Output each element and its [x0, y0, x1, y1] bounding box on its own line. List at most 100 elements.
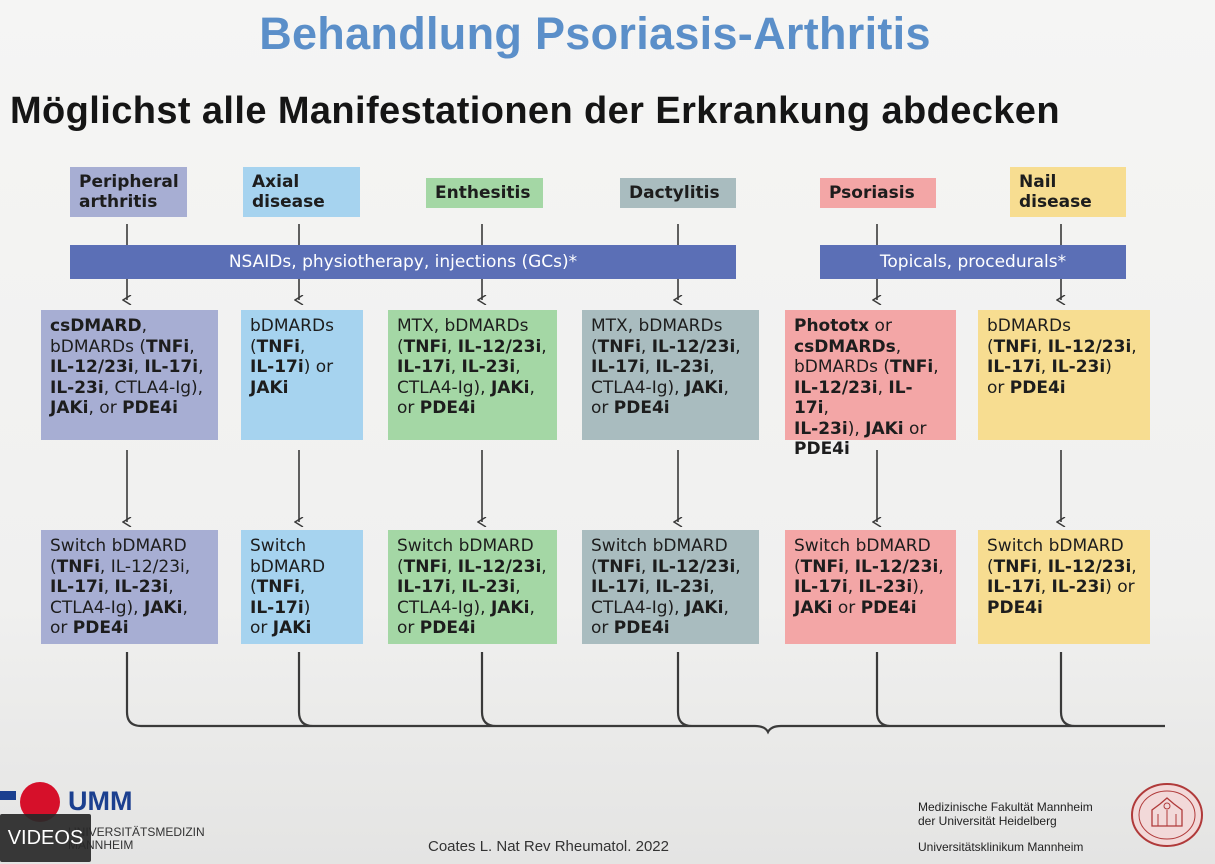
header-nail-disease: Nail disease — [1010, 167, 1126, 217]
box-text: , — [735, 556, 741, 577]
header-label: Axial disease — [252, 172, 325, 212]
drug-name: TNFi — [403, 336, 447, 357]
box-text: , — [640, 556, 652, 577]
videos-badge[interactable]: VIDEOS — [0, 814, 91, 862]
first-line-box-enthesitis: MTX, bDMARDs (TNFi, IL-12/23i, IL-17i, I… — [388, 310, 557, 440]
box-text: ) or — [1105, 577, 1135, 597]
drug-name: IL-23i — [655, 357, 710, 377]
box-text: Switch bDMARD ( — [397, 536, 534, 577]
faculty-name: Medizinische Fakultät Mannheim der Unive… — [918, 800, 1093, 828]
drug-name: IL-12/23i — [854, 556, 939, 577]
box-text: or — [874, 316, 892, 336]
box-text: , — [541, 336, 547, 357]
header-label: Enthesitis — [435, 183, 531, 203]
box-text: Switch bDMARD ( — [250, 536, 326, 597]
drug-name: TNFi — [256, 577, 300, 597]
drug-name: IL-23i — [655, 577, 710, 597]
drug-name: PDE4i — [987, 597, 1043, 618]
drug-name: PDE4i — [72, 618, 129, 638]
first-line-box-nail: bDMARDs (TNFi, IL-12/23i, IL-17i, IL-23i… — [978, 310, 1150, 440]
drug-name: IL-17i — [591, 577, 645, 597]
box-text: , — [1036, 336, 1048, 357]
box-text: ), — [847, 418, 866, 439]
drug-name: IL-12/23i — [457, 556, 542, 577]
box-text: , — [198, 357, 204, 377]
box-text: Switch bDMARD ( — [591, 536, 728, 577]
topicals-bar-label: Topicals, procedurals* — [879, 252, 1067, 272]
drug-name: IL-23i — [50, 377, 104, 398]
box-text: bDMARDs ( — [250, 316, 334, 357]
umm-logo-bar — [0, 791, 16, 800]
box-text: , — [299, 336, 306, 357]
drug-name: IL-12/23i — [1047, 556, 1132, 577]
drug-name: PDE4i — [613, 618, 670, 638]
box-text: , IL-12/23i, — [99, 556, 191, 577]
clinic-name: Universitätsklinikum Mannheim — [918, 840, 1084, 854]
university-seal-icon — [1131, 783, 1203, 847]
box-text: , CTLA4-Ig), — [397, 357, 521, 398]
drug-name: Phototx — [794, 316, 870, 336]
drug-name: JAKi — [250, 377, 289, 398]
box-text: , or — [591, 597, 729, 639]
second-line-box-peripheral: Switch bDMARD (TNFi, IL-12/23i, IL-17i, … — [41, 530, 218, 644]
citation: Coates L. Nat Rev Rheumatol. 2022 — [428, 838, 669, 855]
box-text: , bDMARDs ( — [50, 316, 147, 357]
box-text: , — [1040, 577, 1052, 597]
header-label: Psoriasis — [829, 183, 915, 203]
drug-name: JAKi — [490, 597, 530, 618]
drug-name: JAKi — [865, 418, 904, 439]
box-text: , — [877, 377, 889, 398]
nsaids-bar: NSAIDs, physiotherapy, injections (GCs)* — [70, 245, 736, 279]
drug-name: IL-17i — [794, 577, 848, 597]
box-text: , — [1131, 336, 1137, 357]
box-text: , — [938, 556, 944, 577]
drug-name: IL-12/23i — [794, 377, 878, 398]
drug-name: TNFi — [889, 357, 934, 377]
second-line-box-nail: Switch bDMARD (TNFi, IL-12/23i, IL-17i, … — [978, 530, 1150, 644]
box-text: , or — [88, 398, 123, 418]
drug-name: IL-17i — [397, 577, 451, 597]
box-text: , CTLA4-Ig), — [103, 377, 204, 398]
drug-name: IL-17i — [591, 357, 645, 377]
box-text: , — [640, 336, 652, 357]
drug-name: PDE4i — [860, 597, 917, 618]
first-line-box-peripheral: csDMARD, bDMARDs (TNFi, IL-12/23i, IL-17… — [41, 310, 218, 440]
drug-name: IL-17i — [144, 357, 199, 377]
box-text: Switch bDMARD ( — [987, 536, 1124, 577]
box-text: , — [450, 357, 462, 377]
umm-logo-text: UMM — [68, 786, 133, 816]
drug-name: TNFi — [145, 336, 190, 357]
drug-name: IL-12/23i — [651, 336, 736, 357]
second-line-box-axial: Switch bDMARD (TNFi, IL-17i) or JAKi — [241, 530, 363, 644]
drug-name: IL-17i — [50, 577, 104, 597]
header-label: Nail disease — [1019, 172, 1092, 212]
box-text: , — [847, 577, 859, 597]
box-text: , or — [397, 377, 535, 419]
box-text: , or — [50, 597, 188, 639]
drug-name: IL-17i — [250, 597, 304, 618]
first-line-box-dactylitis: MTX, bDMARDs (TNFi, IL-12/23i, IL-17i, I… — [582, 310, 759, 440]
drug-name: JAKi — [490, 377, 530, 398]
box-text: , or — [397, 597, 535, 639]
drug-name: JAKi — [684, 377, 724, 398]
box-text: or — [832, 597, 861, 618]
box-text: or — [909, 418, 927, 439]
drug-name: JAKi — [272, 618, 312, 638]
drug-name: JAKi — [794, 597, 833, 618]
drug-name: PDE4i — [1009, 377, 1066, 398]
drug-name: PDE4i — [613, 398, 670, 418]
second-line-box-psoriasis: Switch bDMARD (TNFi, IL-12/23i, IL-17i, … — [785, 530, 956, 644]
drug-name: PDE4i — [419, 618, 476, 638]
drug-name: IL-12/23i — [651, 556, 736, 577]
drug-name: csDMARDs — [794, 336, 896, 357]
box-text: ) or — [250, 597, 311, 639]
box-text: , — [189, 336, 195, 357]
box-text: , — [133, 357, 145, 377]
box-text: ), — [912, 577, 925, 597]
box-text: ) or — [987, 357, 1112, 398]
second-line-box-dactylitis: Switch bDMARD (TNFi, IL-12/23i, IL-17i, … — [582, 530, 759, 644]
header-psoriasis: Psoriasis — [820, 178, 936, 208]
drug-name: IL-12/23i — [457, 336, 542, 357]
header-label: Peripheral arthritis — [79, 172, 179, 212]
box-text: , — [450, 577, 462, 597]
